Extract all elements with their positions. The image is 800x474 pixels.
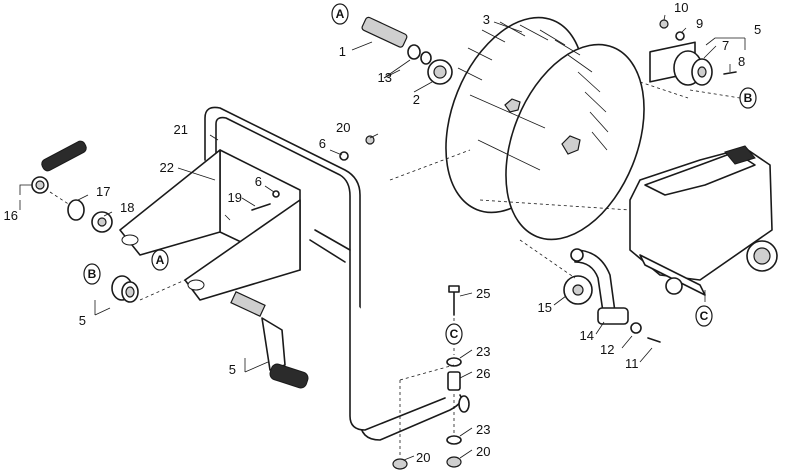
callout-6b: 6 [255,174,262,189]
callout-22: 22 [160,160,174,175]
bearing-left [111,275,139,303]
callout-20b: 20 [416,450,430,465]
callout-20a: 20 [336,120,350,135]
washer-6b [272,190,280,198]
ref-marker-a2: A [151,249,169,271]
callout-16: 16 [4,208,18,223]
elbow-pipe [563,248,661,343]
callout-23a: 23 [476,344,490,359]
svg-text:C: C [450,327,459,341]
part-callouts: 1 2 3 5 5 5 6 6 7 8 9 10 11 12 13 14 15 … [4,0,762,465]
callout-25: 25 [476,286,490,301]
callout-2: 2 [413,92,420,107]
callout-10: 10 [674,0,688,15]
svg-text:B: B [88,267,97,281]
pressure-washer-unit [629,41,778,302]
ref-marker-b1: B [739,87,757,109]
svg-text:B: B [744,91,753,105]
crank-grip [269,363,309,389]
callout-23b: 23 [476,422,490,437]
svg-text:A: A [336,7,345,21]
callout-9: 9 [696,16,703,31]
callout-14: 14 [580,328,594,343]
callout-3: 3 [483,12,490,27]
callout-1: 1 [339,44,346,59]
callout-5c: 5 [229,362,236,377]
hose-reel-drum [445,16,645,241]
crank-handle [230,291,309,389]
ref-marker-c2: C [695,305,713,327]
callout-6a: 6 [319,136,326,151]
callout-26: 26 [476,366,490,381]
callout-17: 17 [96,184,110,199]
callout-19: 19 [228,190,242,205]
nut-20 [365,135,375,145]
ref-marker-a1: A [331,3,349,25]
handle-grip [724,145,756,165]
callout-5b: 5 [79,313,86,328]
bearing-assembly [659,19,737,86]
callout-5a: 5 [754,22,761,37]
callout-20c: 20 [476,444,490,459]
callout-12: 12 [600,342,614,357]
ref-marker-b2: B [83,263,101,285]
mounting-bracket [119,149,301,301]
callout-15: 15 [538,300,552,315]
callout-13: 13 [378,70,392,85]
ref-marker-c1: C [445,323,463,345]
washer-6 [339,151,349,161]
reel-hub [561,135,581,155]
swivel-connector [361,16,453,85]
callout-21: 21 [174,122,188,137]
reel-hub-rear [504,98,521,113]
fasteners-column [392,285,462,470]
leader-lines [19,14,746,461]
callout-8: 8 [738,54,745,69]
callout-11: 11 [625,356,639,371]
screw-19 [251,203,271,211]
callout-18: 18 [120,200,134,215]
callout-7: 7 [722,38,729,53]
svg-text:C: C [700,309,709,323]
inlet-hose-fitting [31,140,113,233]
svg-text:A: A [156,253,165,267]
